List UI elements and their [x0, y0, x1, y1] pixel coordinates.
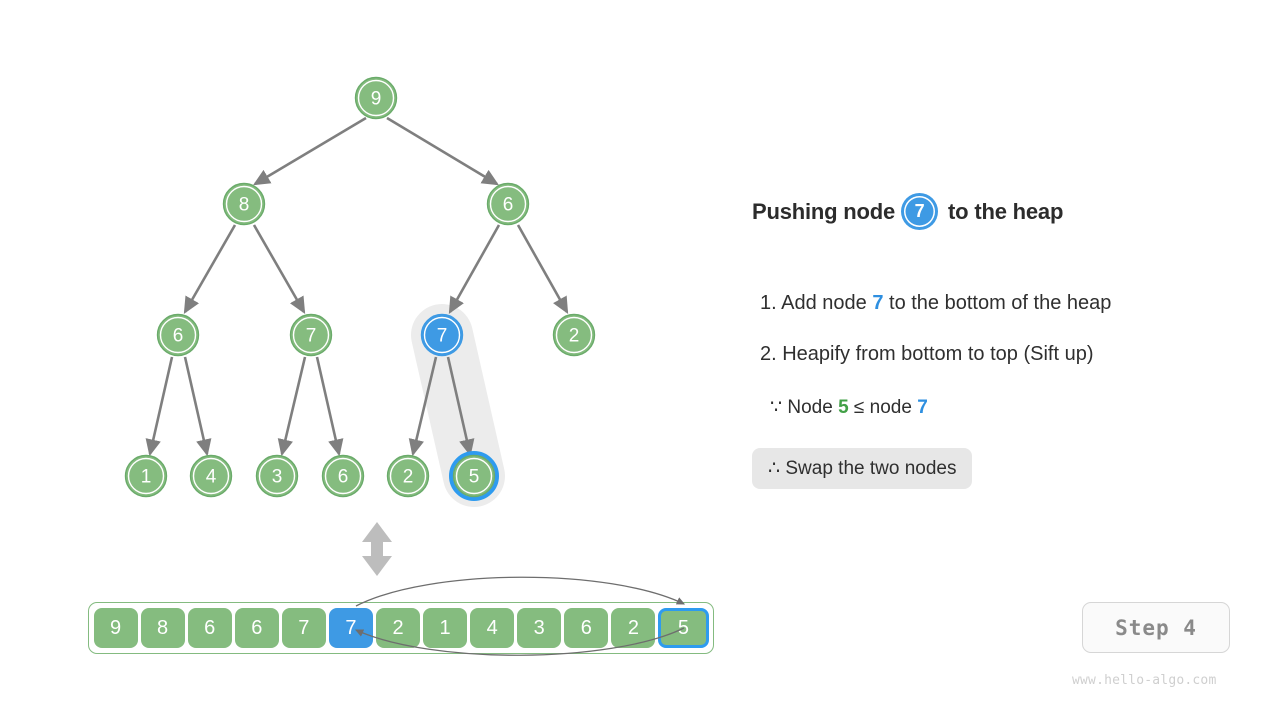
tree-node-label: 1 [141, 467, 152, 488]
reason-text: ∵ Node 5 ≤ node 7 [770, 396, 928, 419]
tree-node-label: 4 [206, 467, 217, 488]
reason-mid: ≤ node [848, 397, 918, 418]
tree-node-7-l2-2[interactable]: 7 [420, 313, 464, 357]
panel-title: Pushing node 7 to the heap [752, 196, 1252, 227]
array-cell-0[interactable]: 9 [93, 608, 138, 648]
reason-value-b: 7 [917, 397, 928, 418]
array-cell-4[interactable]: 7 [281, 608, 326, 648]
tree-node-label: 2 [403, 467, 414, 488]
conclusion-box: ∴ Swap the two nodes [752, 448, 973, 489]
step-1-prefix: 1. Add node [760, 292, 873, 314]
tree-node-2-l3-4[interactable]: 2 [386, 454, 430, 498]
tree-node-label: 3 [272, 467, 283, 488]
tree-node-label: 6 [173, 326, 184, 347]
tree-node-1-l3-0[interactable]: 1 [124, 454, 168, 498]
reason-prefix: ∵ Node [770, 397, 839, 418]
tree-node-5-l3-5[interactable]: 5 [449, 451, 499, 501]
tree-node-6-l1-1[interactable]: 6 [486, 182, 530, 226]
tree-node-6-l2-0[interactable]: 6 [156, 313, 200, 357]
array-cell-5[interactable]: 7 [328, 608, 373, 648]
array-cell-1[interactable]: 8 [140, 608, 185, 648]
array-cell-12[interactable]: 5 [658, 608, 709, 648]
title-suffix: to the heap [948, 198, 1064, 224]
binary-heap-tree: 9 8 6 6 7 7 2 1 4 3 6 2 5 [124, 76, 596, 507]
tree-node-label: 6 [503, 195, 514, 216]
conclusion-text: ∴ Swap the two nodes [768, 458, 957, 479]
tree-node-label: 5 [469, 467, 480, 488]
array-cell-2[interactable]: 6 [187, 608, 232, 648]
tree-node-label: 7 [306, 326, 317, 347]
step-1-suffix: to the bottom of the heap [883, 292, 1112, 314]
tree-node-label: 7 [437, 326, 448, 347]
step-1-value: 7 [872, 292, 884, 314]
tree-node-label: 2 [569, 326, 580, 347]
array-cell-7[interactable]: 1 [423, 608, 468, 648]
array-cell-3[interactable]: 6 [234, 608, 279, 648]
tree-node-4-l3-1[interactable]: 4 [189, 454, 233, 498]
array-cell-9[interactable]: 3 [517, 608, 562, 648]
watermark: www.hello-algo.com [1072, 673, 1217, 688]
step-badge: Step 4 [1082, 602, 1230, 653]
explanation-panel: Pushing node 7 to the heap 1. Add node 7… [752, 196, 1252, 489]
title-prefix: Pushing node [752, 198, 896, 224]
tree-node-6-l3-3[interactable]: 6 [321, 454, 365, 498]
step-2-text: 2. Heapify from bottom to top (Sift up) [760, 343, 1094, 365]
tree-array-sync-arrow [362, 522, 392, 576]
reason-value-a: 5 [838, 397, 849, 418]
array-swap-arrows [354, 576, 686, 656]
tree-node-8-l1-0[interactable]: 8 [222, 182, 266, 226]
tree-node-label: 6 [338, 467, 349, 488]
tree-node-label: 8 [239, 195, 250, 216]
tree-node-2-l2-3[interactable]: 2 [552, 313, 596, 357]
tree-node-3-l3-2[interactable]: 3 [255, 454, 299, 498]
step-1-text: 1. Add node 7 to the bottom of the heap [760, 292, 1111, 315]
tree-node-9-l0-0[interactable]: 9 [354, 76, 398, 120]
array-cell-6[interactable]: 2 [375, 608, 421, 648]
tree-node-7-l2-1[interactable]: 7 [289, 313, 333, 357]
array-cell-8[interactable]: 4 [470, 608, 515, 648]
tree-node-label: 9 [371, 89, 382, 110]
title-node-badge: 7 [904, 196, 936, 227]
array-cell-10[interactable]: 6 [564, 608, 609, 648]
tree-edges [145, 116, 569, 457]
